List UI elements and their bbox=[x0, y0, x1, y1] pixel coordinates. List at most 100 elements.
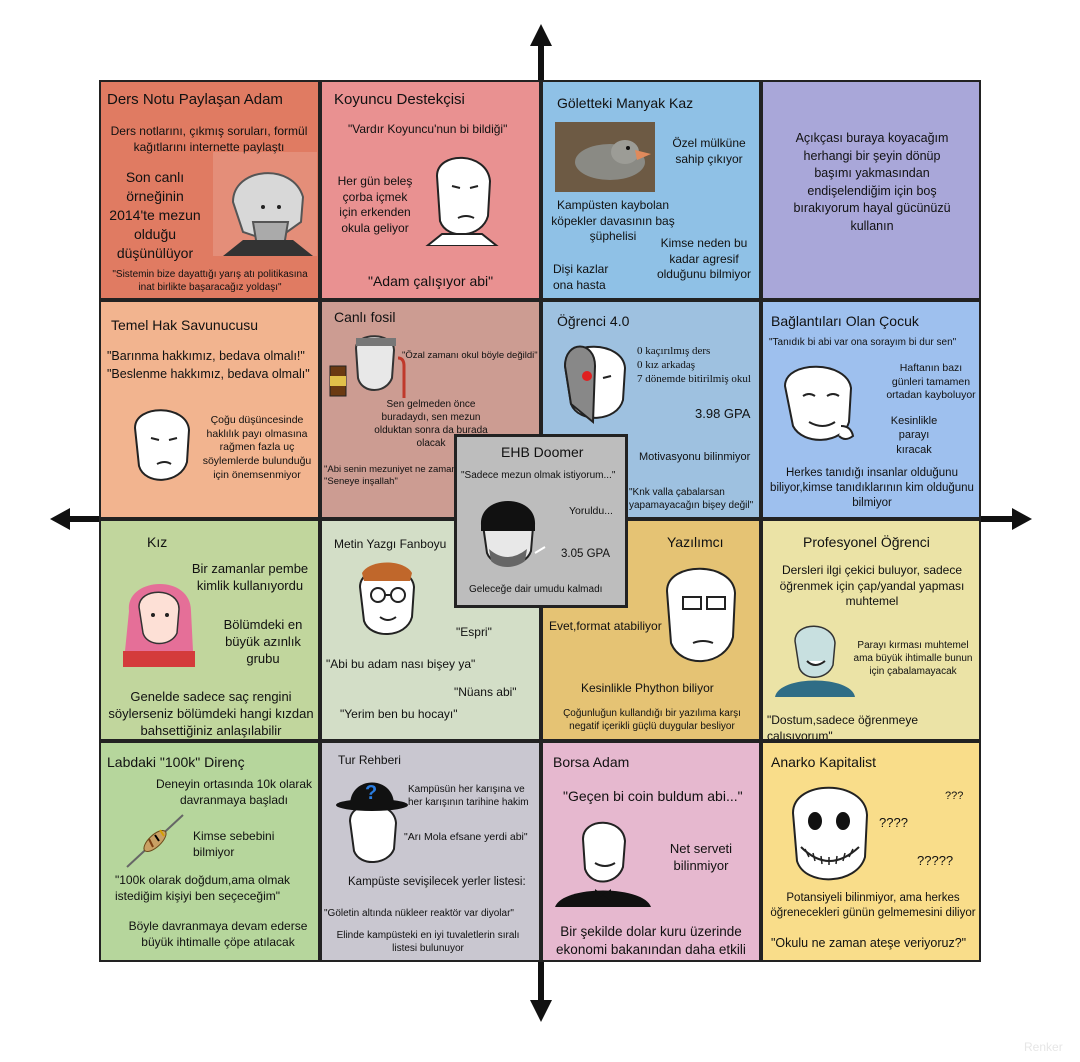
cell-quote: "Knk valla çabalarsan yapamayacağın bişe… bbox=[629, 487, 754, 511]
cell-quote: "Abi senin mezuniyet ne zaman?" bbox=[324, 464, 466, 475]
kiz-text: Bölümdeki en büyük azınlık grubu bbox=[223, 617, 303, 666]
cell-quote: "Arı Mola efsane yerdi abi" bbox=[404, 831, 528, 843]
ogrenci-motivation: Motivasyonu bilinmiyor bbox=[639, 451, 751, 463]
ogrenci-stat: 0 kız arkadaş bbox=[637, 359, 696, 371]
cell-title: Labdaki "100k" Direnç bbox=[107, 754, 245, 770]
cell-title: Ders Notu Paylaşan Adam bbox=[107, 91, 283, 108]
baglanti-text: Herkes tanıdığı insanlar olduğunu biliyo… bbox=[770, 467, 974, 509]
happy-wojak-icon bbox=[775, 625, 855, 697]
labdaki-text: Kimse sebebini bilmiyor bbox=[193, 829, 275, 859]
cell-yazilimci: Yazılımcı Evet,format atabiliyor Kesinli… bbox=[541, 519, 761, 741]
yazilimci-text: Kesinlikle Phython biliyor bbox=[581, 681, 714, 695]
ogrenci-gpa: 3.98 GPA bbox=[695, 406, 751, 421]
cell-quote: "Adam çalışıyor abi" bbox=[368, 273, 494, 289]
kaz-text: Özel mülküne sahip çıkıyor bbox=[672, 136, 746, 166]
cell-koyuncu: Koyuncu Destekçisi "Vardır Koyuncu'nun b… bbox=[320, 80, 541, 300]
grinning-face-icon bbox=[791, 786, 869, 881]
cell-text: Açıkçası buraya koyacağım herhangi bir ş… bbox=[793, 131, 951, 233]
cell-canli-fosil: Canlı fosil "Özal zamanı okul böyle deği… bbox=[320, 300, 541, 519]
cell-quote: "Seneye inşallah" bbox=[324, 476, 398, 487]
cell-quote: "Geçen bi coin buldum abi..." bbox=[563, 788, 743, 804]
svg-text:?: ? bbox=[365, 782, 377, 804]
cell-quote: "Okulu ne zaman ateşe veriyoruz?" bbox=[771, 936, 967, 950]
cell-title: EHB Doomer bbox=[501, 444, 584, 460]
anarko-question: ??? bbox=[945, 790, 964, 802]
wojak-face-icon bbox=[133, 409, 191, 481]
metin-quote: "Nüans abi" bbox=[454, 685, 517, 699]
cell-bos: Açıkçası buraya koyacağım herhangi bir ş… bbox=[761, 80, 981, 300]
tuxedo-wojak-icon bbox=[555, 821, 651, 907]
metin-quote: "Yerim ben bu hocayı" bbox=[340, 707, 458, 721]
cell-ders-notu: Ders Notu Paylaşan Adam Ders notlarını, … bbox=[99, 80, 320, 300]
cell-tur: Tur Rehberi ? Kampüsün her karışına ve h… bbox=[320, 741, 541, 962]
cell-ehb-doomer: EHB Doomer "Sadece mezun olmak istiyorum… bbox=[454, 434, 628, 608]
metin-quote: "Abi bu adam nası bişey ya" bbox=[326, 657, 476, 671]
cell-title: Canlı fosil bbox=[334, 309, 396, 325]
cell-desc: Sen gelmeden önce buradaydı, sen mezun o… bbox=[374, 399, 488, 449]
borsa-text: Net serveti bilinmiyor bbox=[669, 841, 733, 873]
cell-quote: "Göletin altında nükleer reaktör var diy… bbox=[324, 908, 514, 919]
cell-quote: "100k olarak doğdum,ama olmak istediğim … bbox=[115, 873, 291, 903]
ehb-gpa: 3.05 GPA bbox=[561, 548, 611, 560]
metin-quote: "Espri" bbox=[456, 625, 492, 639]
resistor-icon bbox=[126, 814, 184, 868]
cell-ogrenci4: Öğrenci 4.0 0 kaçırılmış ders 0 kız arka… bbox=[541, 300, 761, 519]
cell-kiz: Kız Bir zamanlar pembe kimlik kullanıyor… bbox=[99, 519, 320, 741]
ogrenci-stat: 0 kaçırılmış ders bbox=[637, 345, 711, 357]
cell-title: Koyuncu Destekçisi bbox=[334, 91, 465, 108]
kaz-text: Kampüsten kaybolan köpekler davasının ba… bbox=[551, 198, 675, 244]
cell-title: Göletteki Manyak Kaz bbox=[557, 95, 694, 111]
kaz-text: Dişi kazlar ona hasta bbox=[553, 262, 609, 292]
cell-profesyonel: Profesyonel Öğrenci Dersleri ilgi çekici… bbox=[761, 519, 981, 741]
cell-title: Temel Hak Savunucusu bbox=[111, 317, 259, 333]
kiz-text: Genelde sadece saç rengini söylerseniz b… bbox=[108, 689, 314, 738]
cell-desc: Ders notlarını, çıkmış soruları, formül … bbox=[110, 124, 308, 154]
baglanti-text: Haftanın bazı günleri tamamen ortadan ka… bbox=[886, 362, 976, 402]
doomer-beanie-icon bbox=[480, 501, 546, 567]
cell-title: Anarko Kapitalist bbox=[771, 754, 877, 770]
cell-kaz: Göletteki Manyak Kaz Özel mülküne sahip … bbox=[541, 80, 761, 300]
old-man-with-cane-icon bbox=[329, 335, 406, 398]
old-man-portrait-icon bbox=[213, 152, 317, 256]
wojak-face-icon bbox=[425, 156, 499, 246]
ogrenci-stat: 7 dönemde bitirilmiş okul bbox=[637, 373, 751, 385]
glasses-wojak-icon bbox=[665, 567, 737, 663]
cell-borsa: Borsa Adam "Geçen bi coin buldum abi..."… bbox=[541, 741, 761, 962]
anarko-question: ????? bbox=[917, 853, 954, 868]
tur-text: Kampüsün her karışına ve her karışının t… bbox=[408, 784, 529, 808]
glasses-wojak-icon bbox=[358, 562, 416, 635]
cell-temel-hak: Temel Hak Savunucusu "Barınma hakkımız, … bbox=[99, 300, 320, 519]
baglanti-text: Kesinlikle parayı kıracak bbox=[890, 415, 938, 456]
anarko-question: ???? bbox=[879, 815, 908, 830]
cell-baglanti: Bağlantıları Olan Çocuk "Tanıdık bi abi … bbox=[761, 300, 981, 519]
cell-title: Profesyonel Öğrenci bbox=[803, 534, 930, 550]
cell-quote: "Vardır Koyuncu'nun bi bildiği" bbox=[348, 122, 508, 136]
cell-title: Borsa Adam bbox=[553, 754, 630, 770]
profesyonel-text: Dersleri ilgi çekici buluyor, sadece öğr… bbox=[779, 563, 965, 609]
cell-anarko: Anarko Kapitalist ??? ???? ????? Potansi… bbox=[761, 741, 981, 962]
yazilimci-text: Çoğunluğun kullandığı bir yazılıma karşı… bbox=[563, 708, 741, 732]
goose-photo-icon bbox=[555, 122, 655, 192]
ehb-text: Yoruldu... bbox=[569, 505, 613, 517]
labdaki-text: Deneyin ortasında 10k olarak davranmaya … bbox=[155, 777, 313, 807]
labdaki-text: Böyle davranmaya devam ederse büyük ihti… bbox=[128, 919, 308, 949]
cell-title: Metin Yazgı Fanboyu bbox=[334, 537, 447, 551]
borsa-text: Bir şekilde dolar kuru üzerinde ekonomi … bbox=[556, 924, 746, 957]
cell-title: Kız bbox=[147, 534, 168, 550]
cyborg-wojak-icon bbox=[563, 345, 627, 425]
cell-desc: Çoğu düşüncesinde haklılık payı olmasına… bbox=[202, 414, 312, 481]
anarko-text: Potansiyeli bilinmiyor, ama herkes öğren… bbox=[770, 892, 976, 919]
profesyonel-text: Parayı kırması muhtemel ama büyük ihtima… bbox=[853, 640, 973, 677]
tur-text: Elinde kampüsteki en iyi tuvaletlerin sı… bbox=[336, 930, 520, 954]
ehb-text: Geleceğe dair umudu kalmadı bbox=[469, 584, 603, 595]
pink-hair-girl-icon bbox=[123, 583, 195, 667]
cell-desc: Her gün beleş çorba içmek için erkenden … bbox=[337, 174, 413, 235]
cell-quote: "Dostum,sadece öğrenmeye çalışıyorum" bbox=[767, 713, 919, 741]
cell-labdaki: Labdaki "100k" Direnç Deneyin ortasında … bbox=[99, 741, 320, 962]
tur-text: Kampüste sevişilecek yerler listesi: bbox=[348, 876, 526, 888]
cell-quote: "Tanıdık bi abi var ona sorayım bi dur s… bbox=[769, 337, 957, 348]
cell-title: Öğrenci 4.0 bbox=[557, 313, 630, 329]
cell-title: Tur Rehberi bbox=[338, 753, 401, 767]
cell-title: Yazılımcı bbox=[667, 534, 724, 550]
question-hat-wojak-icon: ? bbox=[336, 782, 408, 863]
